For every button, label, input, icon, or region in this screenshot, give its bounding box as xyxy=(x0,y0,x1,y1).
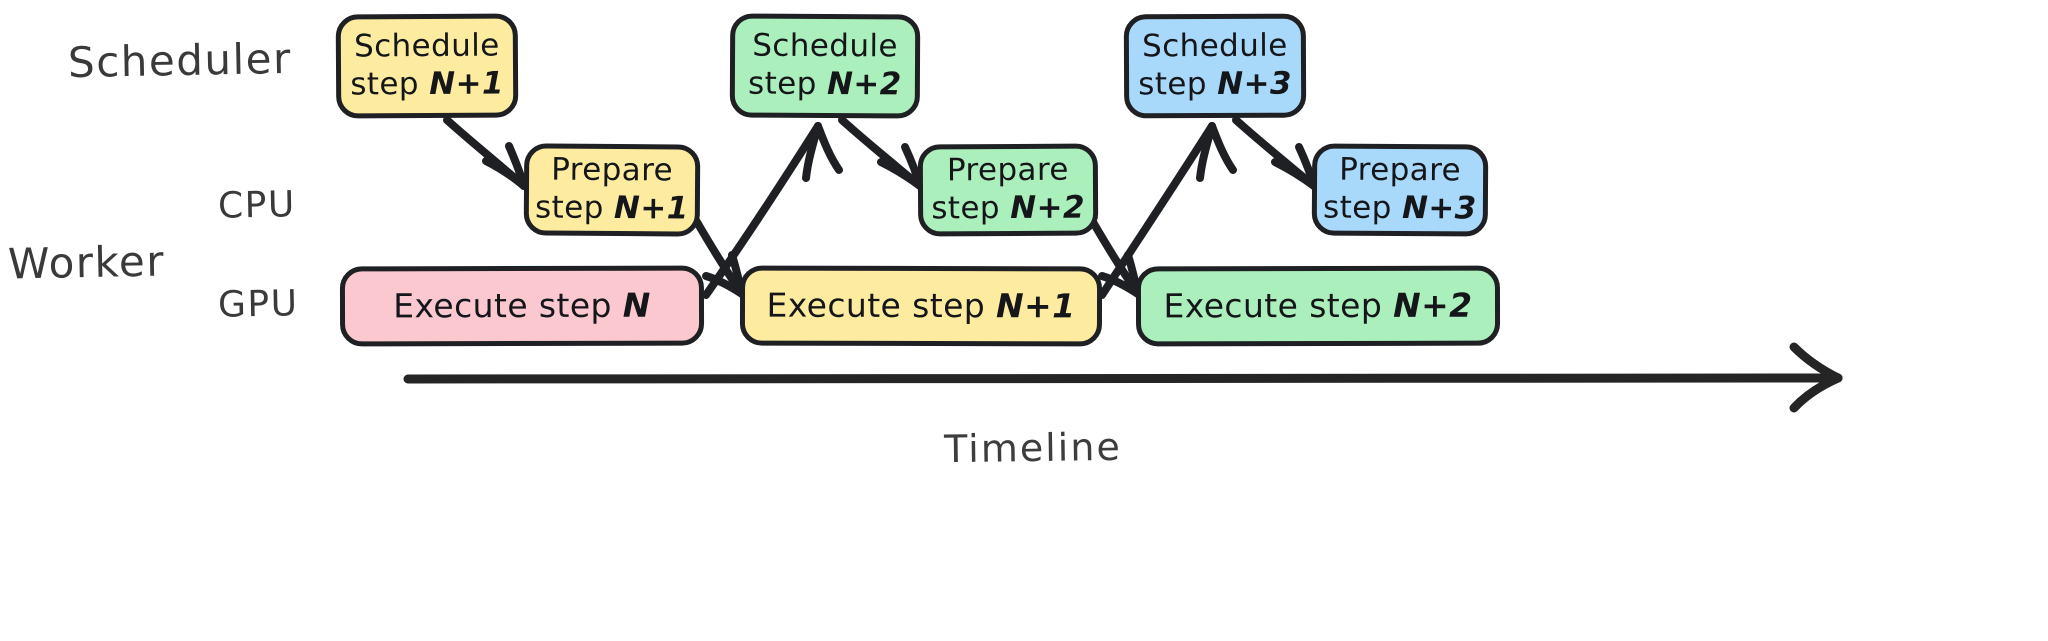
lane-label-gpu: GPU xyxy=(217,283,299,326)
node-line-1-text: Execute step xyxy=(766,285,997,326)
edge-execute0-to-schedule2 xyxy=(702,122,843,299)
node-line-2-text: step xyxy=(748,65,828,103)
node-line-2: step N+3 xyxy=(1323,190,1477,229)
node-line-2-text: step xyxy=(1138,65,1218,103)
node-line-1: Schedule xyxy=(353,27,500,65)
node-line-2-var: N+2 xyxy=(826,66,902,103)
edge-schedule2-to-prepare2 xyxy=(838,116,924,190)
node-execute-step-n[interactable]: Execute step N xyxy=(339,265,705,347)
node-schedule-step-n-plus-2[interactable]: Schedule step N+2 xyxy=(729,13,921,119)
node-execute-step-n-plus-2[interactable]: Execute step N+2 xyxy=(1135,265,1501,347)
node-line-2-text: step xyxy=(534,189,615,227)
node-line-2: step N+2 xyxy=(748,66,902,105)
node-line-1: Prepare xyxy=(551,151,674,189)
node-line-2: step N+2 xyxy=(931,190,1085,229)
node-line-2-var: N+3 xyxy=(1401,190,1477,227)
node-line-1-text: Execute step xyxy=(393,285,623,326)
lane-label-worker: Worker xyxy=(7,236,166,289)
node-line-2-var: N+3 xyxy=(1217,65,1292,102)
timeline-axis xyxy=(403,342,1843,413)
node-line-2-var: N+2 xyxy=(1010,189,1085,226)
node-line-1: Execute step N+2 xyxy=(1163,286,1472,327)
node-line-1: Execute step N xyxy=(393,286,651,327)
node-prepare-step-n-plus-1[interactable]: Prepare step N+1 xyxy=(523,143,701,237)
edge-schedule1-to-prepare1 xyxy=(443,116,528,190)
timeline-axis-label: Timeline xyxy=(943,424,1123,472)
node-prepare-step-n-plus-3[interactable]: Prepare step N+3 xyxy=(1311,143,1489,237)
node-line-1-var: N xyxy=(622,285,651,325)
node-line-1: Prepare xyxy=(946,151,1069,189)
node-line-1: Schedule xyxy=(1142,27,1288,65)
node-line-2: step N+1 xyxy=(350,66,504,105)
node-line-1: Prepare xyxy=(1339,151,1462,189)
node-line-2-text: step xyxy=(350,65,430,103)
edge-execute1-to-schedule3 xyxy=(1098,122,1237,299)
lane-label-cpu: CPU xyxy=(217,184,297,227)
node-line-2-text: step xyxy=(931,189,1011,227)
edge-schedule3-to-prepare3 xyxy=(1232,116,1318,190)
node-line-1-var: N+1 xyxy=(995,286,1076,326)
node-prepare-step-n-plus-2[interactable]: Prepare step N+2 xyxy=(917,143,1099,237)
node-line-1-var: N+2 xyxy=(1393,285,1473,325)
node-line-2-var: N+1 xyxy=(429,65,505,102)
node-schedule-step-n-plus-1[interactable]: Schedule step N+1 xyxy=(335,13,519,119)
node-line-2-var: N+1 xyxy=(613,190,689,227)
node-line-2: step N+1 xyxy=(535,189,689,228)
node-line-2-text: step xyxy=(1322,189,1403,227)
node-line-1: Schedule xyxy=(752,27,899,65)
node-schedule-step-n-plus-3[interactable]: Schedule step N+3 xyxy=(1123,13,1307,119)
node-line-1: Execute step N+1 xyxy=(766,285,1075,326)
node-line-1-text: Execute step xyxy=(1163,285,1394,326)
node-execute-step-n-plus-1[interactable]: Execute step N+1 xyxy=(739,265,1103,347)
node-line-2: step N+3 xyxy=(1138,66,1292,104)
lane-label-scheduler: Scheduler xyxy=(67,33,293,88)
